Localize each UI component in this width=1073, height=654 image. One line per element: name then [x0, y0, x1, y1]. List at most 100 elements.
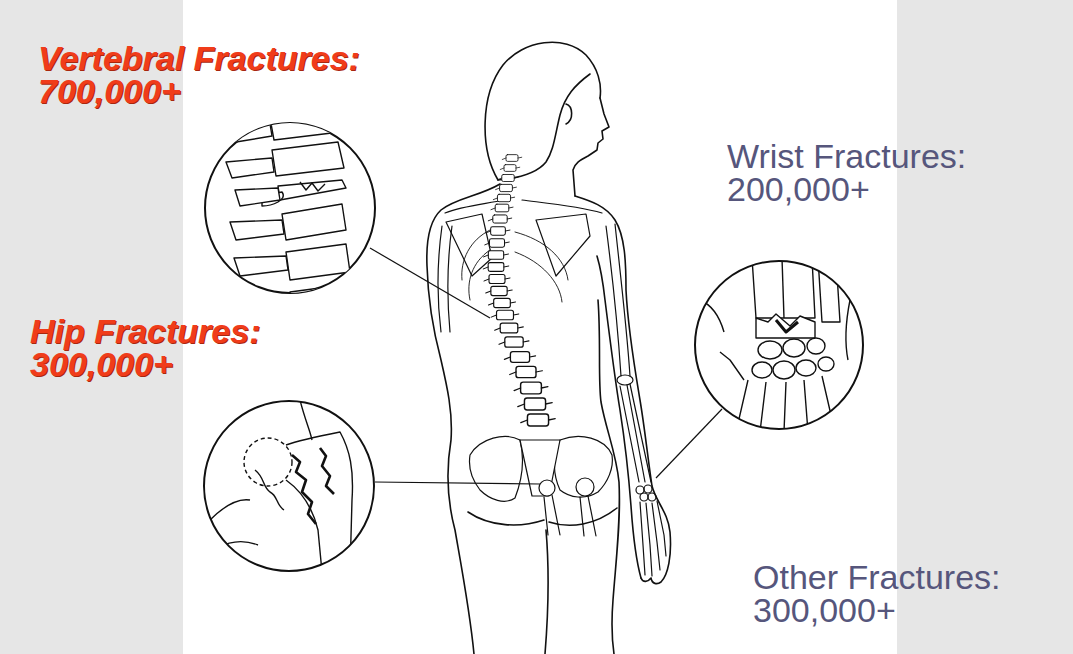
skeleton-part [518, 398, 552, 410]
skeleton-part [493, 194, 514, 201]
skeleton-part [491, 204, 513, 212]
body-outline-part [575, 196, 671, 584]
hip-magnifier-part-part [292, 455, 316, 524]
vertebra-magnifier-part-part [230, 220, 284, 240]
skeleton-part [520, 440, 560, 496]
hip-magnifier-part-part [300, 400, 312, 440]
wrist-magnifier-part-part [818, 357, 834, 371]
wrist-magnifier-part-part [752, 258, 815, 318]
skeleton [438, 155, 666, 576]
skeleton-part [484, 251, 509, 260]
vertebra-magnifier-part-part [234, 256, 288, 276]
skeleton-part [486, 286, 513, 295]
skeleton-part [483, 263, 508, 272]
wrist-magnifier-part-part [752, 362, 772, 378]
vertebra-magnifier-part-part [226, 158, 274, 178]
skeleton-part [514, 382, 548, 394]
skeleton-part [488, 215, 511, 223]
skeleton-part [438, 226, 452, 332]
skeleton-part [640, 493, 648, 501]
vertebra-magnifier-part-part [230, 124, 272, 142]
skeleton-part [522, 200, 602, 213]
skeleton-part [500, 165, 520, 172]
skeleton-part [554, 436, 612, 497]
skeleton-part [485, 239, 509, 247]
hip-magnifier-part-part [218, 542, 258, 548]
body-outline-part [566, 104, 572, 124]
skeleton-part [521, 414, 555, 426]
skeleton-part [580, 496, 596, 536]
wrist-magnifier-part-part [700, 300, 724, 332]
skeleton-part [648, 493, 656, 501]
skeleton-part [606, 224, 630, 376]
skeleton-part [620, 384, 651, 482]
body-outline-part [545, 530, 548, 654]
skeleton-part [576, 478, 594, 496]
background-part [183, 0, 897, 654]
wrist-magnifier-part-part [783, 339, 805, 357]
leader-lines [370, 248, 722, 484]
vertebra-magnifier-part-part [272, 142, 344, 176]
skeleton-part [617, 375, 633, 385]
skeleton-part [484, 275, 510, 284]
skeleton-part [544, 495, 560, 535]
skeleton-part [469, 436, 522, 501]
skeleton-part [491, 310, 519, 320]
body-outline-part [498, 74, 590, 180]
vertebra-magnifier-part-part [300, 182, 325, 191]
wrist-magnifier-part-part [720, 352, 744, 380]
hip-magnifier-part-part [255, 470, 284, 510]
wrist-magnifier-part-part [776, 320, 798, 332]
fracture-count-label: Wrist Fractures: 200,000+ [727, 140, 1047, 206]
hip-magnifier-part-part [320, 448, 334, 494]
fracture-count-label: Vertebral Fractures: 700,000+ [38, 42, 428, 108]
hip-magnifier-part-part [286, 432, 353, 572]
vertebra-magnifier-part [205, 123, 375, 293]
hip-magnifier [204, 400, 374, 572]
wrist-magnifier-part-part [773, 361, 795, 379]
wrist-magnifier-part-part [756, 314, 815, 338]
vertebra-magnifier-part [226, 110, 352, 306]
leader-lines-part [375, 482, 540, 484]
hip-magnifier-part-part [210, 500, 250, 520]
body-outline-part [468, 512, 544, 525]
wrist-magnifier-part [700, 258, 850, 432]
vertebra-magnifier-part-part [278, 180, 346, 200]
wrist-magnifier-part-part [807, 338, 825, 354]
vertebra-magnifier-part-part [290, 284, 352, 306]
skeleton-part [488, 298, 515, 307]
wrist-magnifier-part-part [736, 376, 834, 432]
hip-magnifier-part [204, 400, 353, 572]
vertebra-magnifier-part-part [270, 110, 340, 140]
skeleton-part [644, 485, 652, 493]
skeleton-part [499, 337, 529, 347]
skeleton-part [504, 352, 535, 363]
fracture-count-label: Hip Fractures: 300,000+ [30, 315, 360, 381]
skeleton-part [640, 501, 666, 576]
skeleton-part [486, 227, 510, 235]
wrist-magnifier-part-part [818, 258, 840, 322]
wrist-magnifier-part-part [782, 258, 784, 318]
hip-magnifier-part-part [204, 400, 268, 430]
wrist-magnifier-part-part [796, 360, 816, 376]
vertebra-magnifier-part-part [286, 244, 350, 280]
vertebra-magnifier [205, 110, 375, 306]
skeleton-part [462, 230, 568, 302]
hip-magnifier-part [204, 401, 374, 571]
skeleton-part [510, 366, 543, 377]
body-outline [427, 42, 671, 654]
skeleton-part [496, 184, 517, 191]
wrist-magnifier [695, 258, 863, 432]
hip-magnifier-part-part [244, 438, 292, 486]
body-outline-part [573, 98, 609, 196]
skeleton-part [498, 174, 518, 181]
skeleton-part [495, 323, 524, 333]
wrist-magnifier-part-part [846, 300, 850, 360]
leader-lines-part [656, 409, 722, 478]
leader-lines-part [370, 248, 490, 318]
vertebra-magnifier-part-part [282, 204, 346, 240]
